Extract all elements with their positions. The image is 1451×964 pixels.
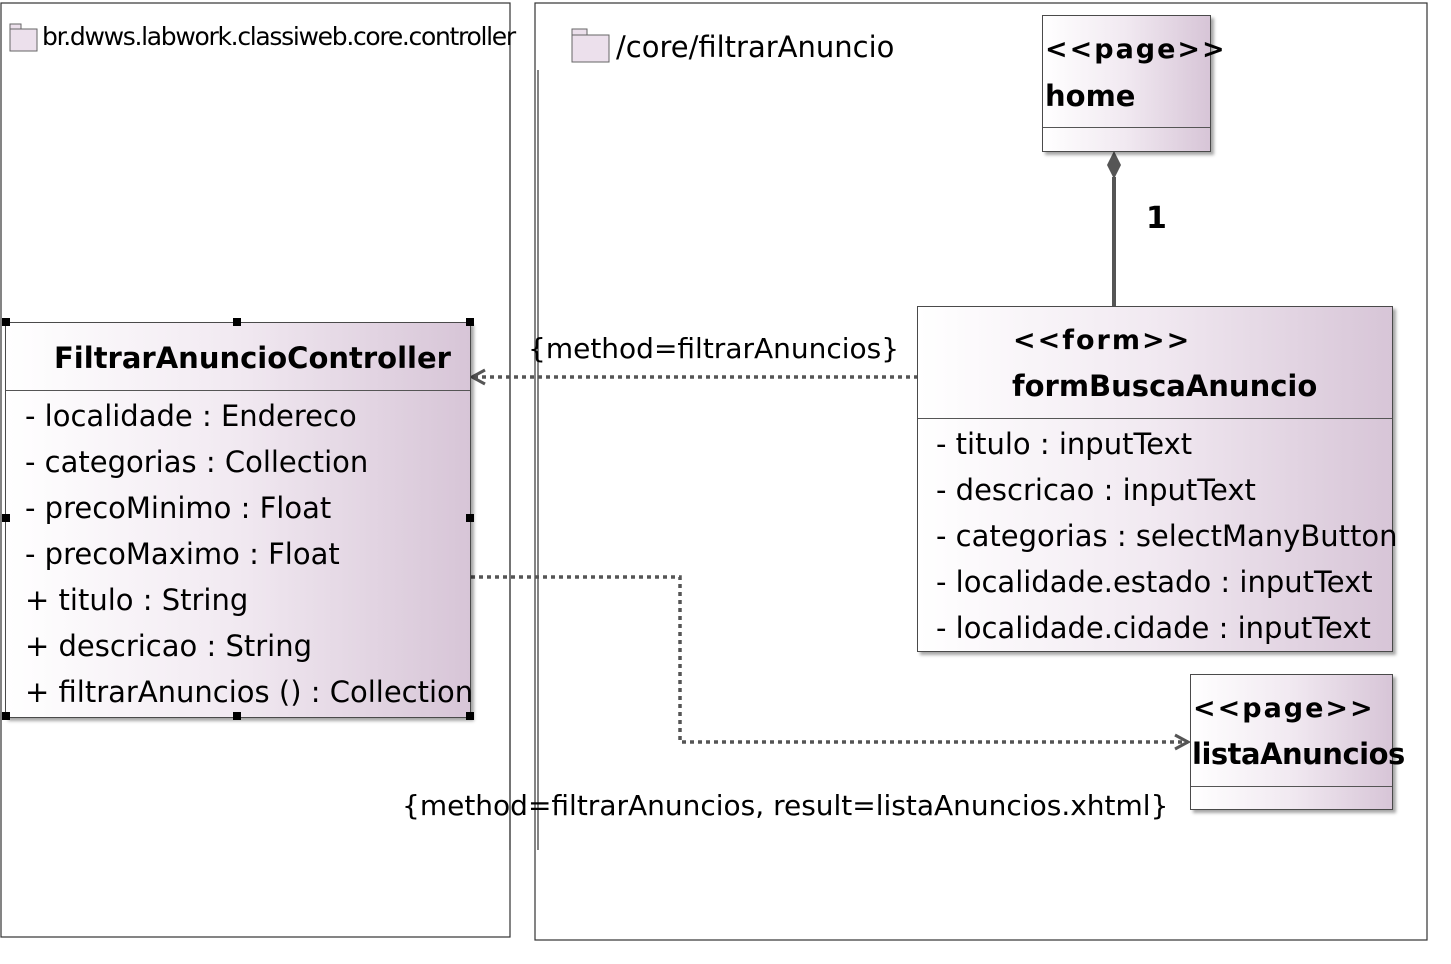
right-package-frame [534,2,1428,941]
class-name: formBuscaAnuncio [1012,369,1318,403]
dependency-label-form-controller: {method=filtrarAnuncios} [528,332,900,365]
class-attribute: - localidade : Endereco [25,399,357,433]
lista-page-class-box[interactable]: <<page>> listaAnuncios [1190,674,1405,810]
selection-handle[interactable] [2,712,10,720]
composition-diamond-icon [1107,151,1121,179]
class-operation: + filtrarAnuncios () : Collection [25,675,474,709]
class-attribute: + descricao : String [25,629,313,663]
class-attribute: + titulo : String [25,583,249,617]
class-attribute: - categorias : selectManyButton [936,519,1398,553]
multiplicity-label: 1 [1146,201,1167,236]
selection-handle[interactable] [233,318,241,326]
form-class-box[interactable]: <<form>> formBuscaAnuncio - titulo : inp… [917,306,1397,652]
selection-handle[interactable] [2,318,10,326]
class-attribute: - precoMaximo : Float [25,537,340,571]
class-header: <<page>> home [1043,16,1225,128]
class-name: listaAnuncios [1192,737,1405,771]
selection-handle[interactable] [233,712,241,720]
class-name: FiltrarAnuncioController [54,341,451,375]
class-attribute: - descricao : inputText [936,473,1256,507]
class-name: home [1045,79,1136,113]
selection-handle[interactable] [466,514,474,522]
class-stereotype: <<page>> [1045,34,1227,65]
arrowhead-icon [1174,733,1192,751]
right-package-title: /core/filtrarAnuncio [616,30,895,64]
class-attribute: - categorias : Collection [25,445,369,479]
dependency-label-controller-lista: {method=filtrarAnuncios, result=listaAnu… [402,789,1169,822]
dependency-line-controller-lista [471,575,1188,744]
class-attribute: - localidade.cidade : inputText [936,611,1371,645]
class-header: <<form>> formBuscaAnuncio [918,307,1392,419]
class-attribute: - titulo : inputText [936,427,1193,461]
left-package-title: br.dwws.labwork.classiweb.core.controlle… [42,22,516,51]
controller-class-box[interactable]: FiltrarAnuncioController - localidade : … [5,322,474,718]
class-attribute: - precoMinimo : Float [25,491,332,525]
selection-handle[interactable] [466,712,474,720]
class-attribute: - localidade.estado : inputText [936,565,1373,599]
package-icon [9,23,38,52]
arrowhead-icon [468,368,486,386]
selection-handle[interactable] [2,514,10,522]
class-header: FiltrarAnuncioController [6,323,470,391]
selection-handle[interactable] [466,318,474,326]
home-page-class-box[interactable]: <<page>> home [1042,15,1225,152]
class-stereotype: <<page>> [1193,693,1375,724]
class-header: <<page>> listaAnuncios [1191,675,1405,787]
class-stereotype: <<form>> [1013,325,1192,356]
package-icon [571,28,610,63]
